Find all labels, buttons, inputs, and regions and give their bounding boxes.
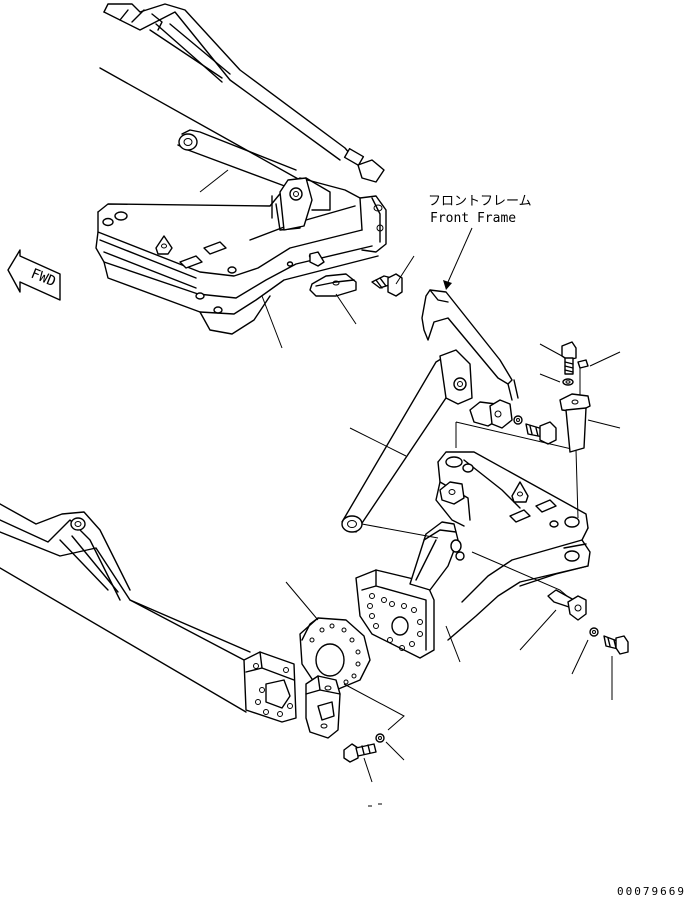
right-bracket-body xyxy=(435,451,591,641)
front-frame-callout: フロントフレーム Front Frame xyxy=(428,194,532,290)
front-frame-label-jp: フロントフレーム xyxy=(428,194,532,209)
fwd-arrow: FWD xyxy=(7,249,61,301)
lower-boom-end-plate xyxy=(243,651,297,723)
lower-left-assembly xyxy=(0,503,405,807)
upper-leader-lines xyxy=(199,169,415,349)
drawing-number: 00079669 xyxy=(617,885,686,898)
front-frame-label-en: Front Frame xyxy=(430,211,516,226)
right-pin-set-middle xyxy=(469,399,557,445)
upper-lever-arm xyxy=(177,129,297,189)
upper-assembly xyxy=(95,3,415,349)
lower-boom-arm xyxy=(0,503,251,713)
right-bracket-assembly xyxy=(341,341,629,700)
front-frame-fragment xyxy=(421,289,519,401)
right-pin-set-lower xyxy=(519,589,629,700)
upper-small-parts xyxy=(309,251,403,297)
right-clevis xyxy=(409,521,465,591)
upper-boom-arm xyxy=(99,3,385,183)
upper-bracket-body xyxy=(95,177,387,335)
right-top-fasteners xyxy=(539,341,621,453)
clamp-block xyxy=(305,675,341,739)
lower-bolt-and-washer xyxy=(343,733,385,763)
lower-leader-lines xyxy=(285,581,405,807)
upper-clevis xyxy=(271,177,331,231)
round-adapter-plate xyxy=(299,617,371,691)
right-end-plate xyxy=(355,569,435,659)
right-lever-arm xyxy=(341,349,473,533)
